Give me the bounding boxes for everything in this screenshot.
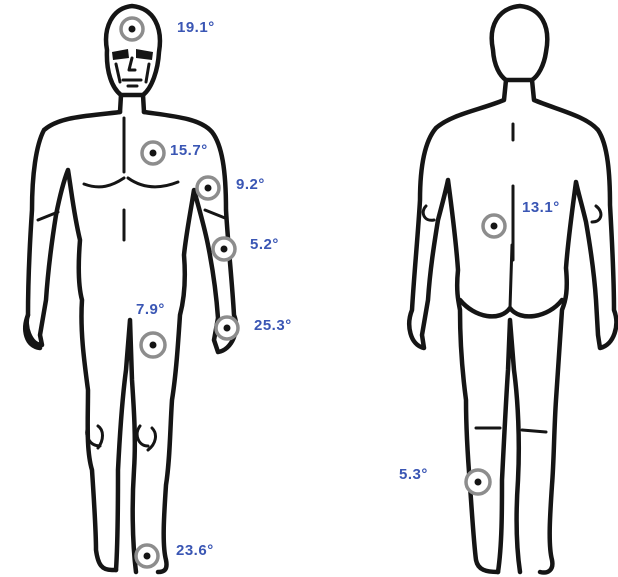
back-spine <box>510 124 513 308</box>
marker-thigh <box>141 333 165 357</box>
label-hand: 25.3° <box>254 317 292 334</box>
label-shoulder: 9.2° <box>236 176 265 193</box>
front-body-left-outline <box>27 112 120 570</box>
marker-calf <box>466 470 490 494</box>
front-inner-legs <box>116 320 136 572</box>
front-figure <box>25 6 236 572</box>
label-forehead: 19.1° <box>177 19 215 36</box>
label-thigh: 7.9° <box>136 301 165 318</box>
marker-chest <box>142 142 164 164</box>
back-figure <box>409 6 616 573</box>
marker-ankle <box>136 545 158 567</box>
marker-shoulder <box>197 177 219 199</box>
forehead-marker-dot <box>129 26 136 33</box>
label-calf: 5.3° <box>399 466 428 483</box>
back-body-right-outline <box>532 80 616 573</box>
marker-forehead <box>121 18 143 40</box>
marker-hand <box>216 317 238 339</box>
back-head-outline <box>492 6 548 80</box>
label-lower-back: 13.1° <box>522 199 560 216</box>
marker-lower-back <box>483 215 505 237</box>
front-neck <box>120 95 144 112</box>
marker-forearm <box>213 238 235 260</box>
label-ankle: 23.6° <box>176 542 214 559</box>
back-knee-lines <box>476 428 546 432</box>
label-forearm: 5.2° <box>250 236 279 253</box>
back-body-left-outline <box>409 80 506 572</box>
front-nose-mouth <box>116 58 149 86</box>
label-chest: 15.7° <box>170 142 208 159</box>
